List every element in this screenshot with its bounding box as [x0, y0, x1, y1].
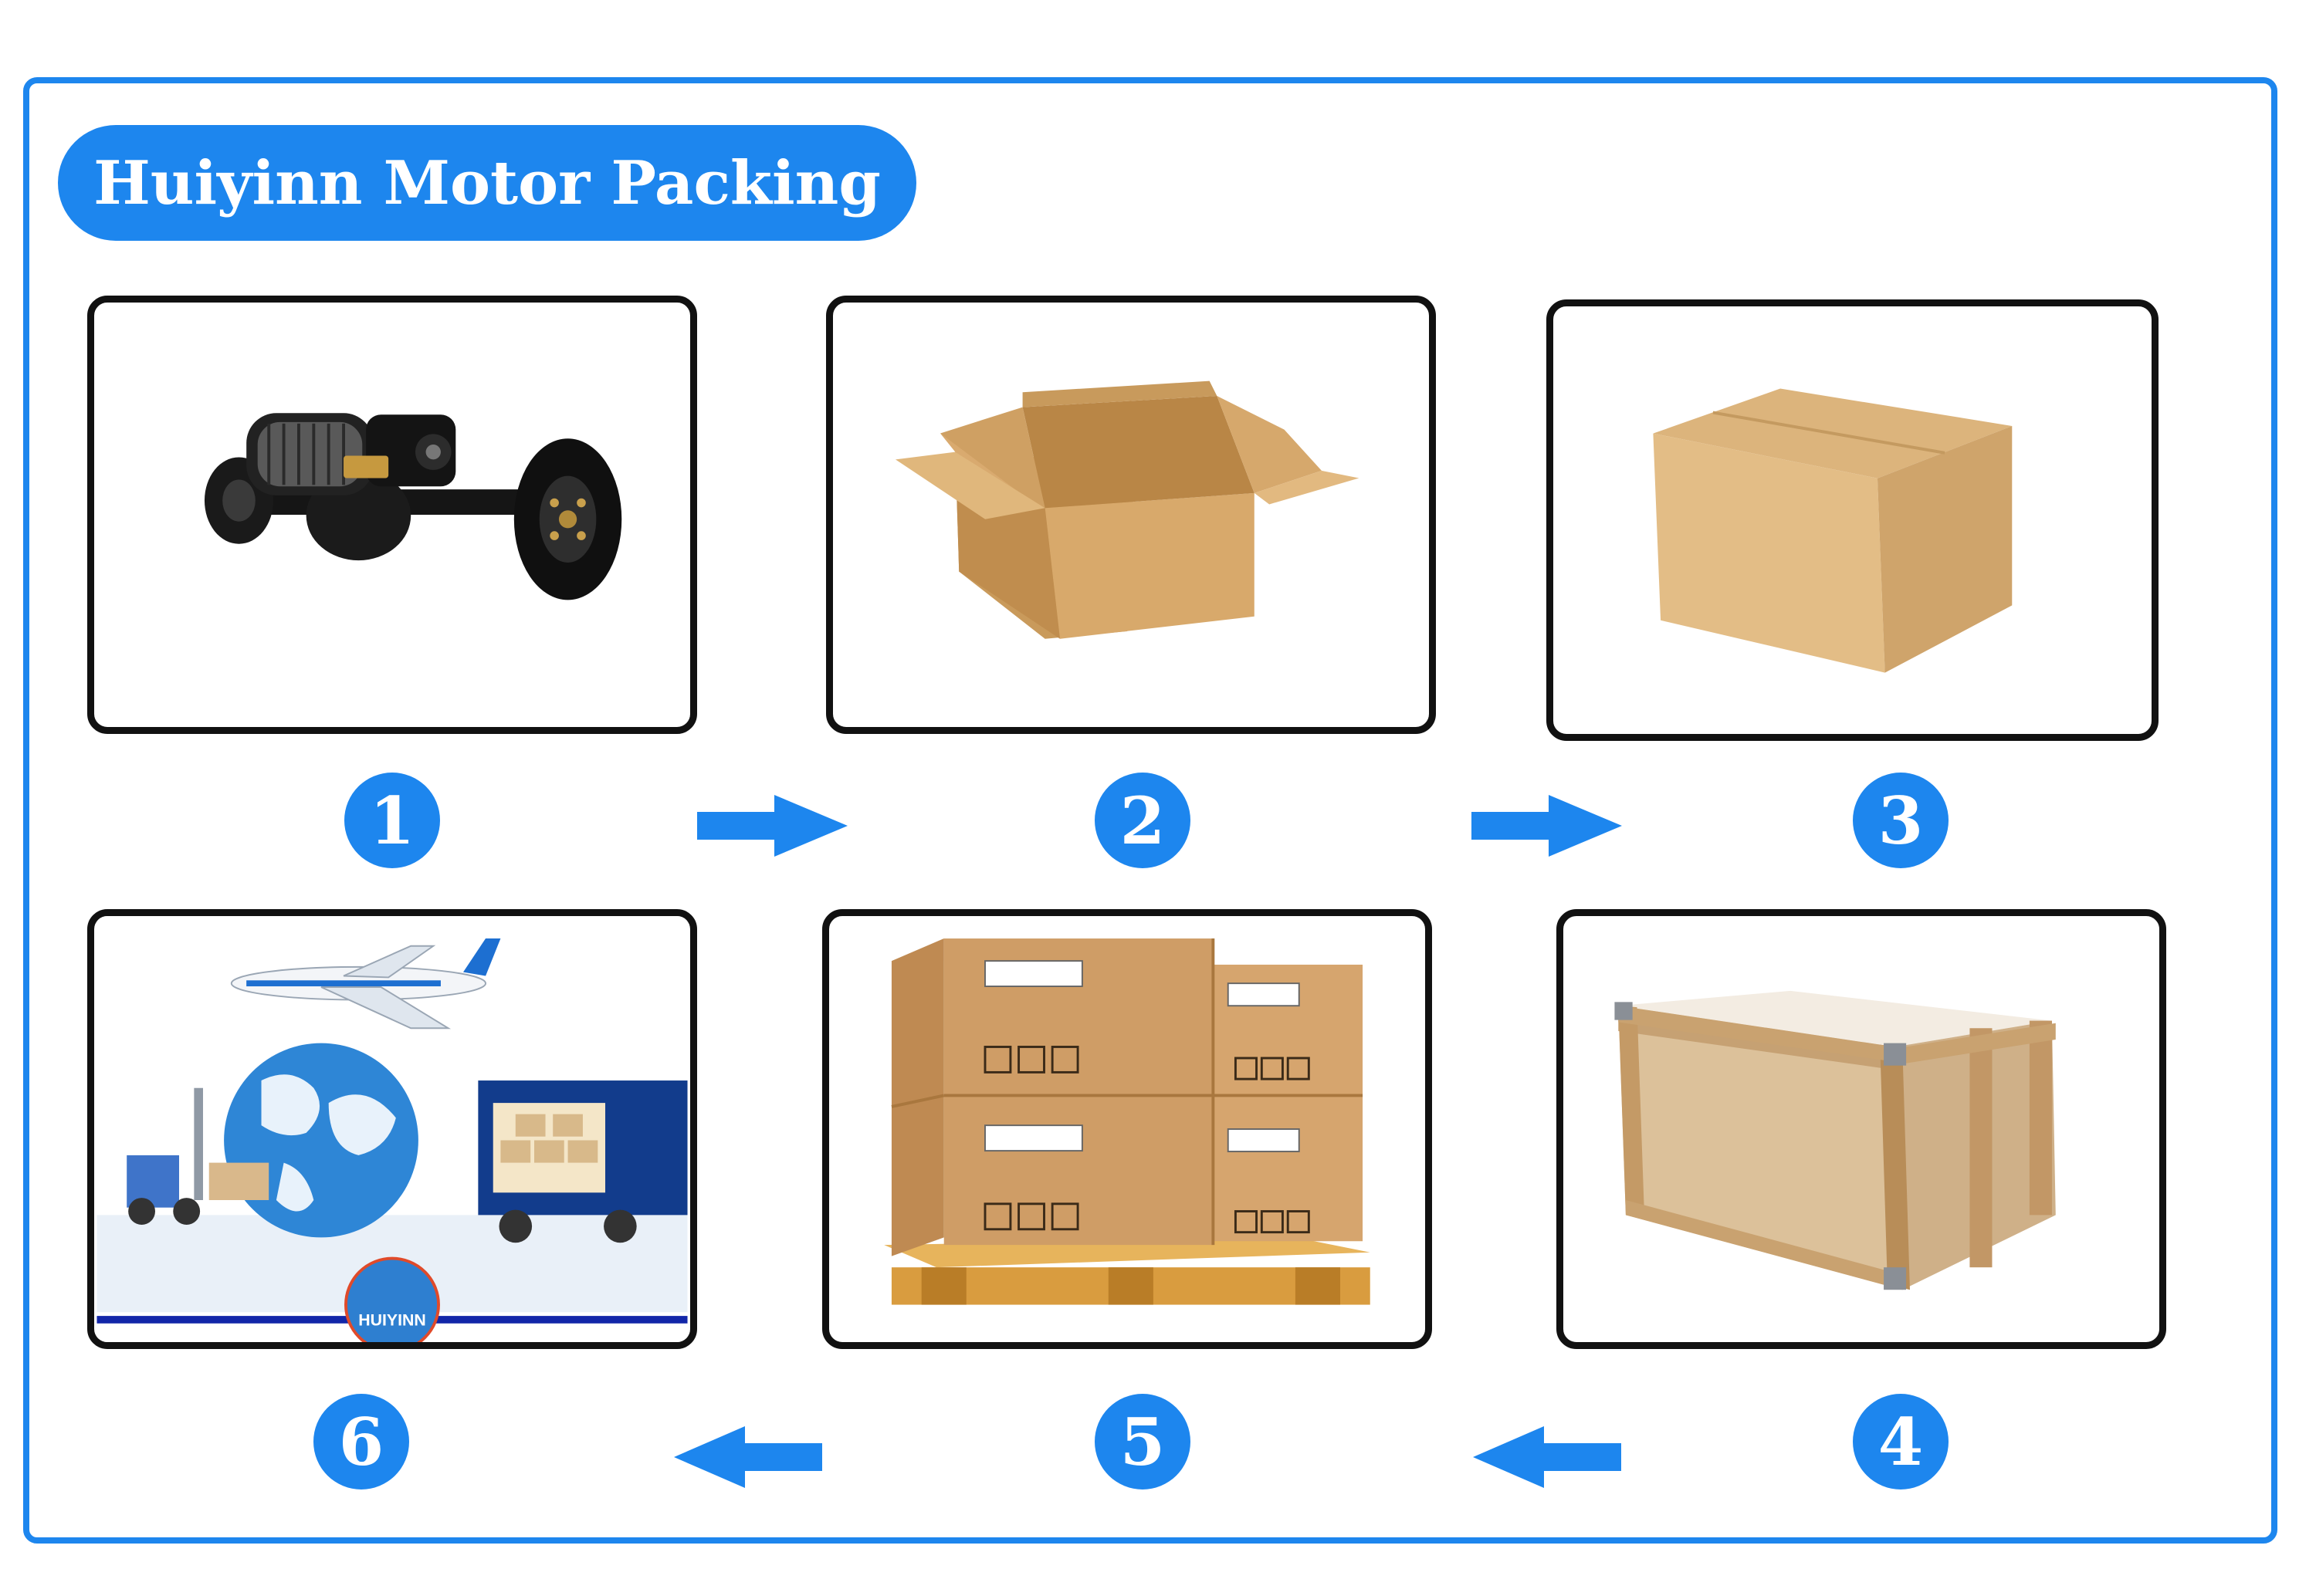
step-2-number: 2: [1095, 773, 1190, 868]
step-1-card: [87, 296, 697, 734]
arrow-left-icon: [1473, 1426, 1621, 1488]
step-5-number: 5: [1095, 1394, 1190, 1489]
page-title: Huiyinn Motor Packing: [58, 125, 916, 241]
arrow-left-icon: [674, 1426, 822, 1488]
arrow-right-icon: [1471, 795, 1622, 857]
global-shipping-icon: HUIYINN: [96, 916, 688, 1342]
rear-axle-motor-icon: [204, 413, 622, 600]
step-3-number: 3: [1853, 773, 1949, 868]
step-1-number: 1: [344, 773, 440, 868]
step-6-card: HUIYINN: [87, 909, 697, 1349]
step-5-card: [822, 909, 1432, 1349]
closed-carton-box-icon: [1653, 388, 2013, 673]
outer-frame: [23, 77, 2277, 1544]
step-6-number: 6: [313, 1394, 409, 1489]
huiyinn-logo-text: HUIYINN: [358, 1311, 426, 1330]
palletized-cartons-icon: [884, 938, 1370, 1305]
wooden-crate-icon: [1614, 990, 2056, 1290]
step-4-number: 4: [1853, 1394, 1949, 1489]
step-2-card: [826, 296, 1436, 734]
step-3-card: [1546, 299, 2159, 741]
arrow-right-icon: [697, 795, 848, 857]
open-carton-box-icon: [895, 380, 1359, 639]
step-4-card: [1556, 909, 2166, 1349]
